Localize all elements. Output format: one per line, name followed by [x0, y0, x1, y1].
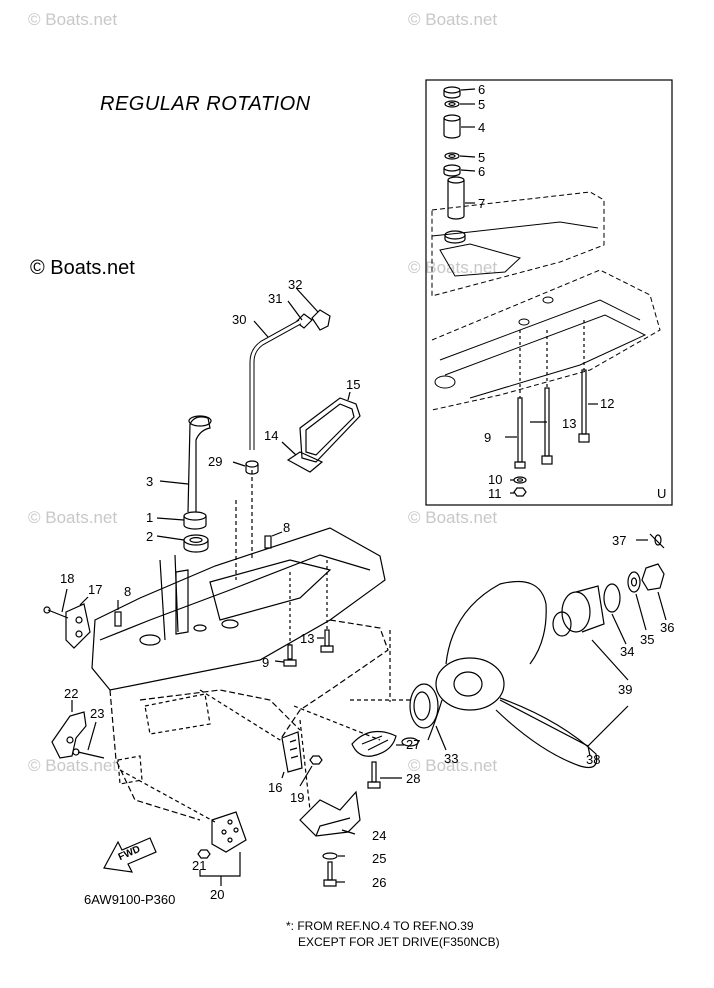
thrust-washer-33: [409, 683, 447, 751]
bolt-26: [323, 861, 345, 887]
callout-13: 13: [300, 631, 315, 646]
spacer-34: [603, 583, 627, 645]
footnote-line-1: *: FROM REF.NO.4 TO REF.NO.39: [286, 919, 474, 933]
inset-mark: U: [657, 486, 667, 501]
bracket-38: [499, 699, 629, 747]
anode-17: [65, 596, 91, 649]
callout-6: 6: [478, 82, 486, 97]
washer-35: [627, 571, 647, 631]
callout-24: 24: [372, 828, 387, 843]
watermark: © Boats.net: [28, 756, 118, 775]
callout-29: 29: [208, 454, 223, 469]
callout-3: 3: [146, 474, 154, 489]
callout-1: 1: [146, 510, 154, 525]
inset-frame: [425, 79, 673, 506]
callout-26: 26: [372, 875, 387, 890]
callout-17: 17: [88, 582, 103, 597]
grommet-29: [232, 460, 259, 475]
diagram-title: REGULAR ROTATION: [100, 93, 311, 115]
watermark: © Boats.net: [28, 10, 118, 29]
callout-27: 27: [406, 737, 421, 752]
bolt-28: [367, 761, 402, 789]
callout-37: 37: [612, 533, 627, 548]
gasket-15: [299, 391, 361, 463]
water-tube-group: [249, 288, 331, 450]
bushing-seal-1-2: [156, 511, 209, 553]
watermark: © Boats.net: [408, 258, 498, 277]
copyright-text: © Boats.net: [30, 257, 135, 279]
callout-38: 38: [586, 752, 601, 767]
nut-36: [641, 563, 667, 621]
callout-31: 31: [268, 291, 283, 306]
callout-9: 9: [262, 655, 270, 670]
callout-39: 39: [618, 682, 633, 697]
callout-2: 2: [146, 529, 154, 544]
watermark: © Boats.net: [408, 508, 498, 527]
callout-34: 34: [620, 644, 635, 659]
callout-8: 8: [283, 520, 291, 535]
callout-5: 5: [478, 97, 486, 112]
trim-tab-22: [51, 700, 87, 759]
callout-33: 33: [444, 751, 459, 766]
callout-19: 19: [290, 790, 305, 805]
lower-casing: [91, 527, 389, 821]
watermark: © Boats.net: [408, 10, 498, 29]
callout-13: 13: [562, 416, 577, 431]
cover-20-21: [197, 811, 247, 886]
gear-case-upper-sketch: [431, 191, 661, 411]
watermark: © Boats.net: [28, 508, 118, 527]
callout-7: 7: [478, 196, 486, 211]
inset-bolts: [505, 320, 598, 497]
callout-20: 20: [210, 887, 225, 902]
callout-14: 14: [264, 428, 279, 443]
callout-9: 9: [484, 430, 492, 445]
callout-4: 4: [478, 120, 486, 135]
watermark: © Boats.net: [408, 756, 498, 775]
cotter-pin-37: [636, 533, 665, 549]
callout-30: 30: [232, 312, 247, 327]
callout-35: 35: [640, 632, 655, 647]
hub-39: [552, 585, 629, 681]
water-pump-27: [351, 730, 419, 757]
callout-6: 6: [478, 164, 486, 179]
bolts-9-13: [274, 560, 334, 667]
callout-12: 12: [600, 396, 615, 411]
water-tube-3: [159, 415, 212, 513]
callout-21: 21: [192, 858, 207, 873]
callout-25: 25: [372, 851, 387, 866]
bolt-18: [43, 588, 69, 619]
diagram-code: 6AW9100-P360: [84, 892, 176, 907]
propeller: [427, 580, 598, 769]
nut-19: [299, 755, 323, 787]
callout-22: 22: [64, 686, 79, 701]
assembly-leaders: [119, 470, 410, 823]
bolt-23: [72, 721, 105, 759]
callout-28: 28: [406, 771, 421, 786]
seal-14: [281, 441, 324, 473]
footnote-line-2: EXCEPT FOR JET DRIVE(F350NCB): [298, 935, 500, 949]
washer-25: [322, 852, 345, 860]
callout-23: 23: [90, 706, 105, 721]
callout-18: 18: [60, 571, 75, 586]
callout-15: 15: [346, 377, 361, 392]
callout-8: 8: [124, 584, 132, 599]
callout-32: 32: [288, 277, 303, 292]
anode-16: [281, 731, 303, 779]
footnote: *: FROM REF.NO.4 TO REF.NO.39 EXCEPT FOR…: [286, 918, 500, 950]
shaft-seal-stack: [443, 86, 466, 244]
callout-16: 16: [268, 780, 283, 795]
fin-24: [299, 790, 361, 837]
callout-10: 10: [488, 472, 503, 487]
fwd-arrow: [103, 837, 157, 873]
callout-11: 11: [488, 486, 502, 501]
callout-36: 36: [660, 620, 675, 635]
callout-5: 5: [478, 150, 486, 165]
